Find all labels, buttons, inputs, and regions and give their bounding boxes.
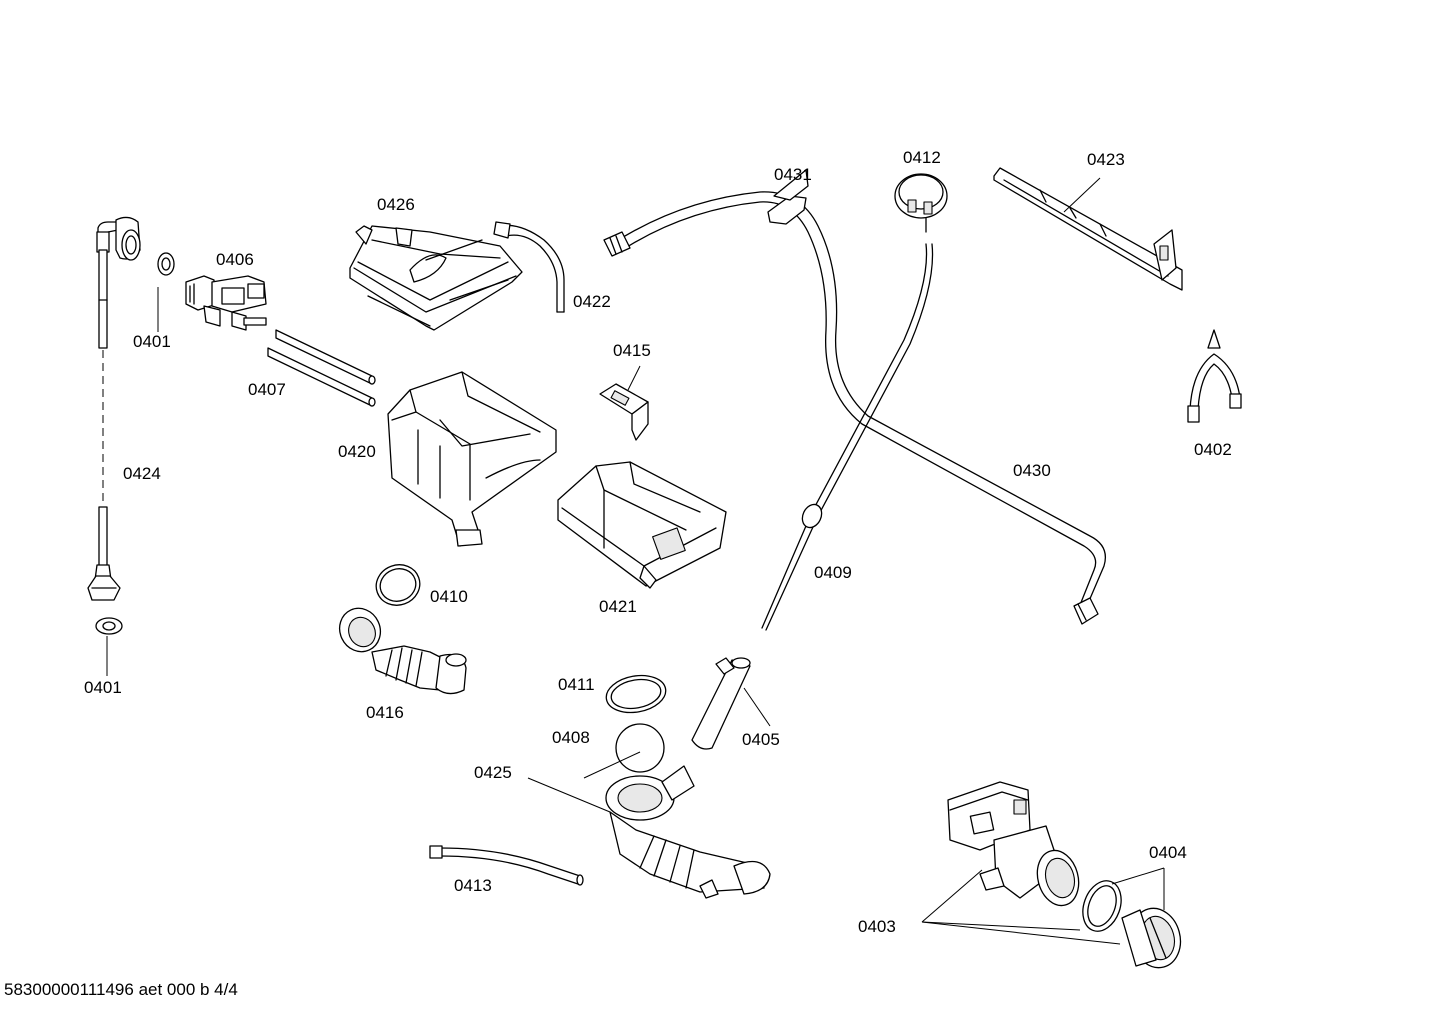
part-0421-dispenser-drawer bbox=[557, 461, 727, 589]
callout-0420: 0420 bbox=[338, 442, 376, 461]
callout-0431: 0431 bbox=[774, 165, 812, 184]
callout-0411: 0411 bbox=[558, 675, 595, 694]
part-0402-y-piece bbox=[1187, 329, 1242, 423]
part-0430-0431-main-hose bbox=[603, 169, 1107, 625]
part-0415-clip bbox=[599, 383, 649, 441]
callout-0424: 0424 bbox=[123, 464, 161, 483]
part-0411-ring bbox=[605, 674, 667, 714]
part-0405-sensor bbox=[691, 657, 751, 750]
leader-lines bbox=[527, 177, 1165, 945]
leader-0403-a bbox=[921, 869, 983, 923]
callout-0430: 0430 bbox=[1013, 461, 1051, 480]
part-0403-drain-pump bbox=[947, 781, 1080, 907]
part-0423-rail bbox=[993, 167, 1183, 291]
callout-0423: 0423 bbox=[1087, 150, 1125, 169]
callout-0426: 0426 bbox=[377, 195, 415, 214]
callout-0402: 0402 bbox=[1194, 440, 1232, 459]
callout-0409: 0409 bbox=[814, 563, 852, 582]
callout-0405: 0405 bbox=[742, 730, 780, 749]
callout-0406: 0406 bbox=[216, 250, 254, 269]
leader-0403-c bbox=[921, 921, 1121, 945]
callout-0401-bottom: 0401 bbox=[84, 678, 122, 697]
part-0422-hose bbox=[493, 221, 565, 313]
part-0401-washer-bottom bbox=[95, 617, 123, 635]
part-0410-ring bbox=[375, 564, 421, 606]
leader-0405 bbox=[743, 687, 771, 727]
callout-labels: 0401 0401 0402 0403 0404 0405 0406 0407 … bbox=[84, 148, 1232, 936]
part-0408-ball bbox=[615, 723, 665, 773]
leader-0425-a bbox=[583, 751, 641, 779]
part-0425-sump bbox=[605, 765, 771, 899]
leader-0403-b bbox=[921, 921, 1081, 931]
part-0409-pressure-tube bbox=[761, 243, 934, 631]
callout-0413: 0413 bbox=[454, 876, 492, 895]
callout-0401-top: 0401 bbox=[133, 332, 171, 351]
document-id: 58300000111496 aet 000 b 4/4 bbox=[4, 980, 238, 999]
callout-0408: 0408 bbox=[552, 728, 590, 747]
callout-0403: 0403 bbox=[858, 917, 896, 936]
part-0401-washer-top bbox=[157, 252, 175, 276]
callout-0425: 0425 bbox=[474, 763, 512, 782]
part-0412-pressure-switch bbox=[894, 173, 948, 233]
callout-0412: 0412 bbox=[903, 148, 941, 167]
callout-0410: 0410 bbox=[430, 587, 468, 606]
leader-0425-b bbox=[527, 777, 611, 813]
leader-0415 bbox=[627, 365, 641, 391]
part-0420-dispenser-housing bbox=[387, 371, 557, 547]
callout-0422: 0422 bbox=[573, 292, 611, 311]
part-0406-inlet-valve bbox=[185, 275, 267, 331]
callout-0421: 0421 bbox=[599, 597, 637, 616]
leader-0423 bbox=[1063, 177, 1101, 213]
leader-0404-a bbox=[1111, 867, 1165, 885]
part-0426-dispenser-top bbox=[349, 225, 523, 331]
callout-0415: 0415 bbox=[613, 341, 651, 360]
part-0407-tubes bbox=[267, 329, 376, 407]
part-0404-filter bbox=[1082, 880, 1182, 969]
callout-0416: 0416 bbox=[366, 703, 404, 722]
part-0424-inlet-hose bbox=[87, 216, 141, 601]
callout-0404: 0404 bbox=[1149, 843, 1187, 862]
part-0416-bellows bbox=[338, 607, 467, 695]
callout-0407: 0407 bbox=[248, 380, 286, 399]
part-0413-hose bbox=[429, 845, 584, 886]
